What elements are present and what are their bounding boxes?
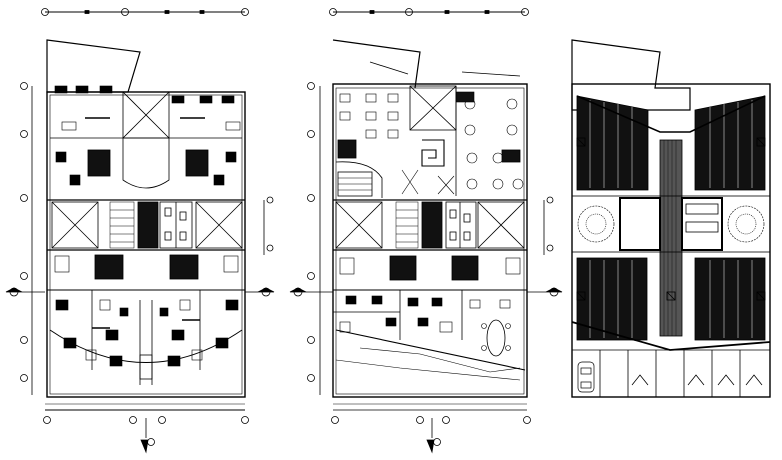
section-mark	[5, 287, 23, 293]
roof-plan-c	[571, 39, 771, 398]
grid-bubble-bottom	[43, 416, 249, 424]
grid-bubble-top	[41, 8, 249, 16]
car-icon	[577, 361, 595, 393]
grid-bubble-bottom	[331, 416, 531, 424]
grid-bubble-left	[20, 82, 28, 382]
floor-plan-a	[5, 8, 275, 454]
floor-plan-b	[289, 8, 563, 454]
tree-icon	[577, 205, 765, 243]
north-arrow-icon	[140, 418, 155, 454]
north-arrow-icon	[426, 418, 441, 454]
grid-bubble-top	[329, 8, 529, 16]
grid-bubble-left	[307, 82, 315, 382]
